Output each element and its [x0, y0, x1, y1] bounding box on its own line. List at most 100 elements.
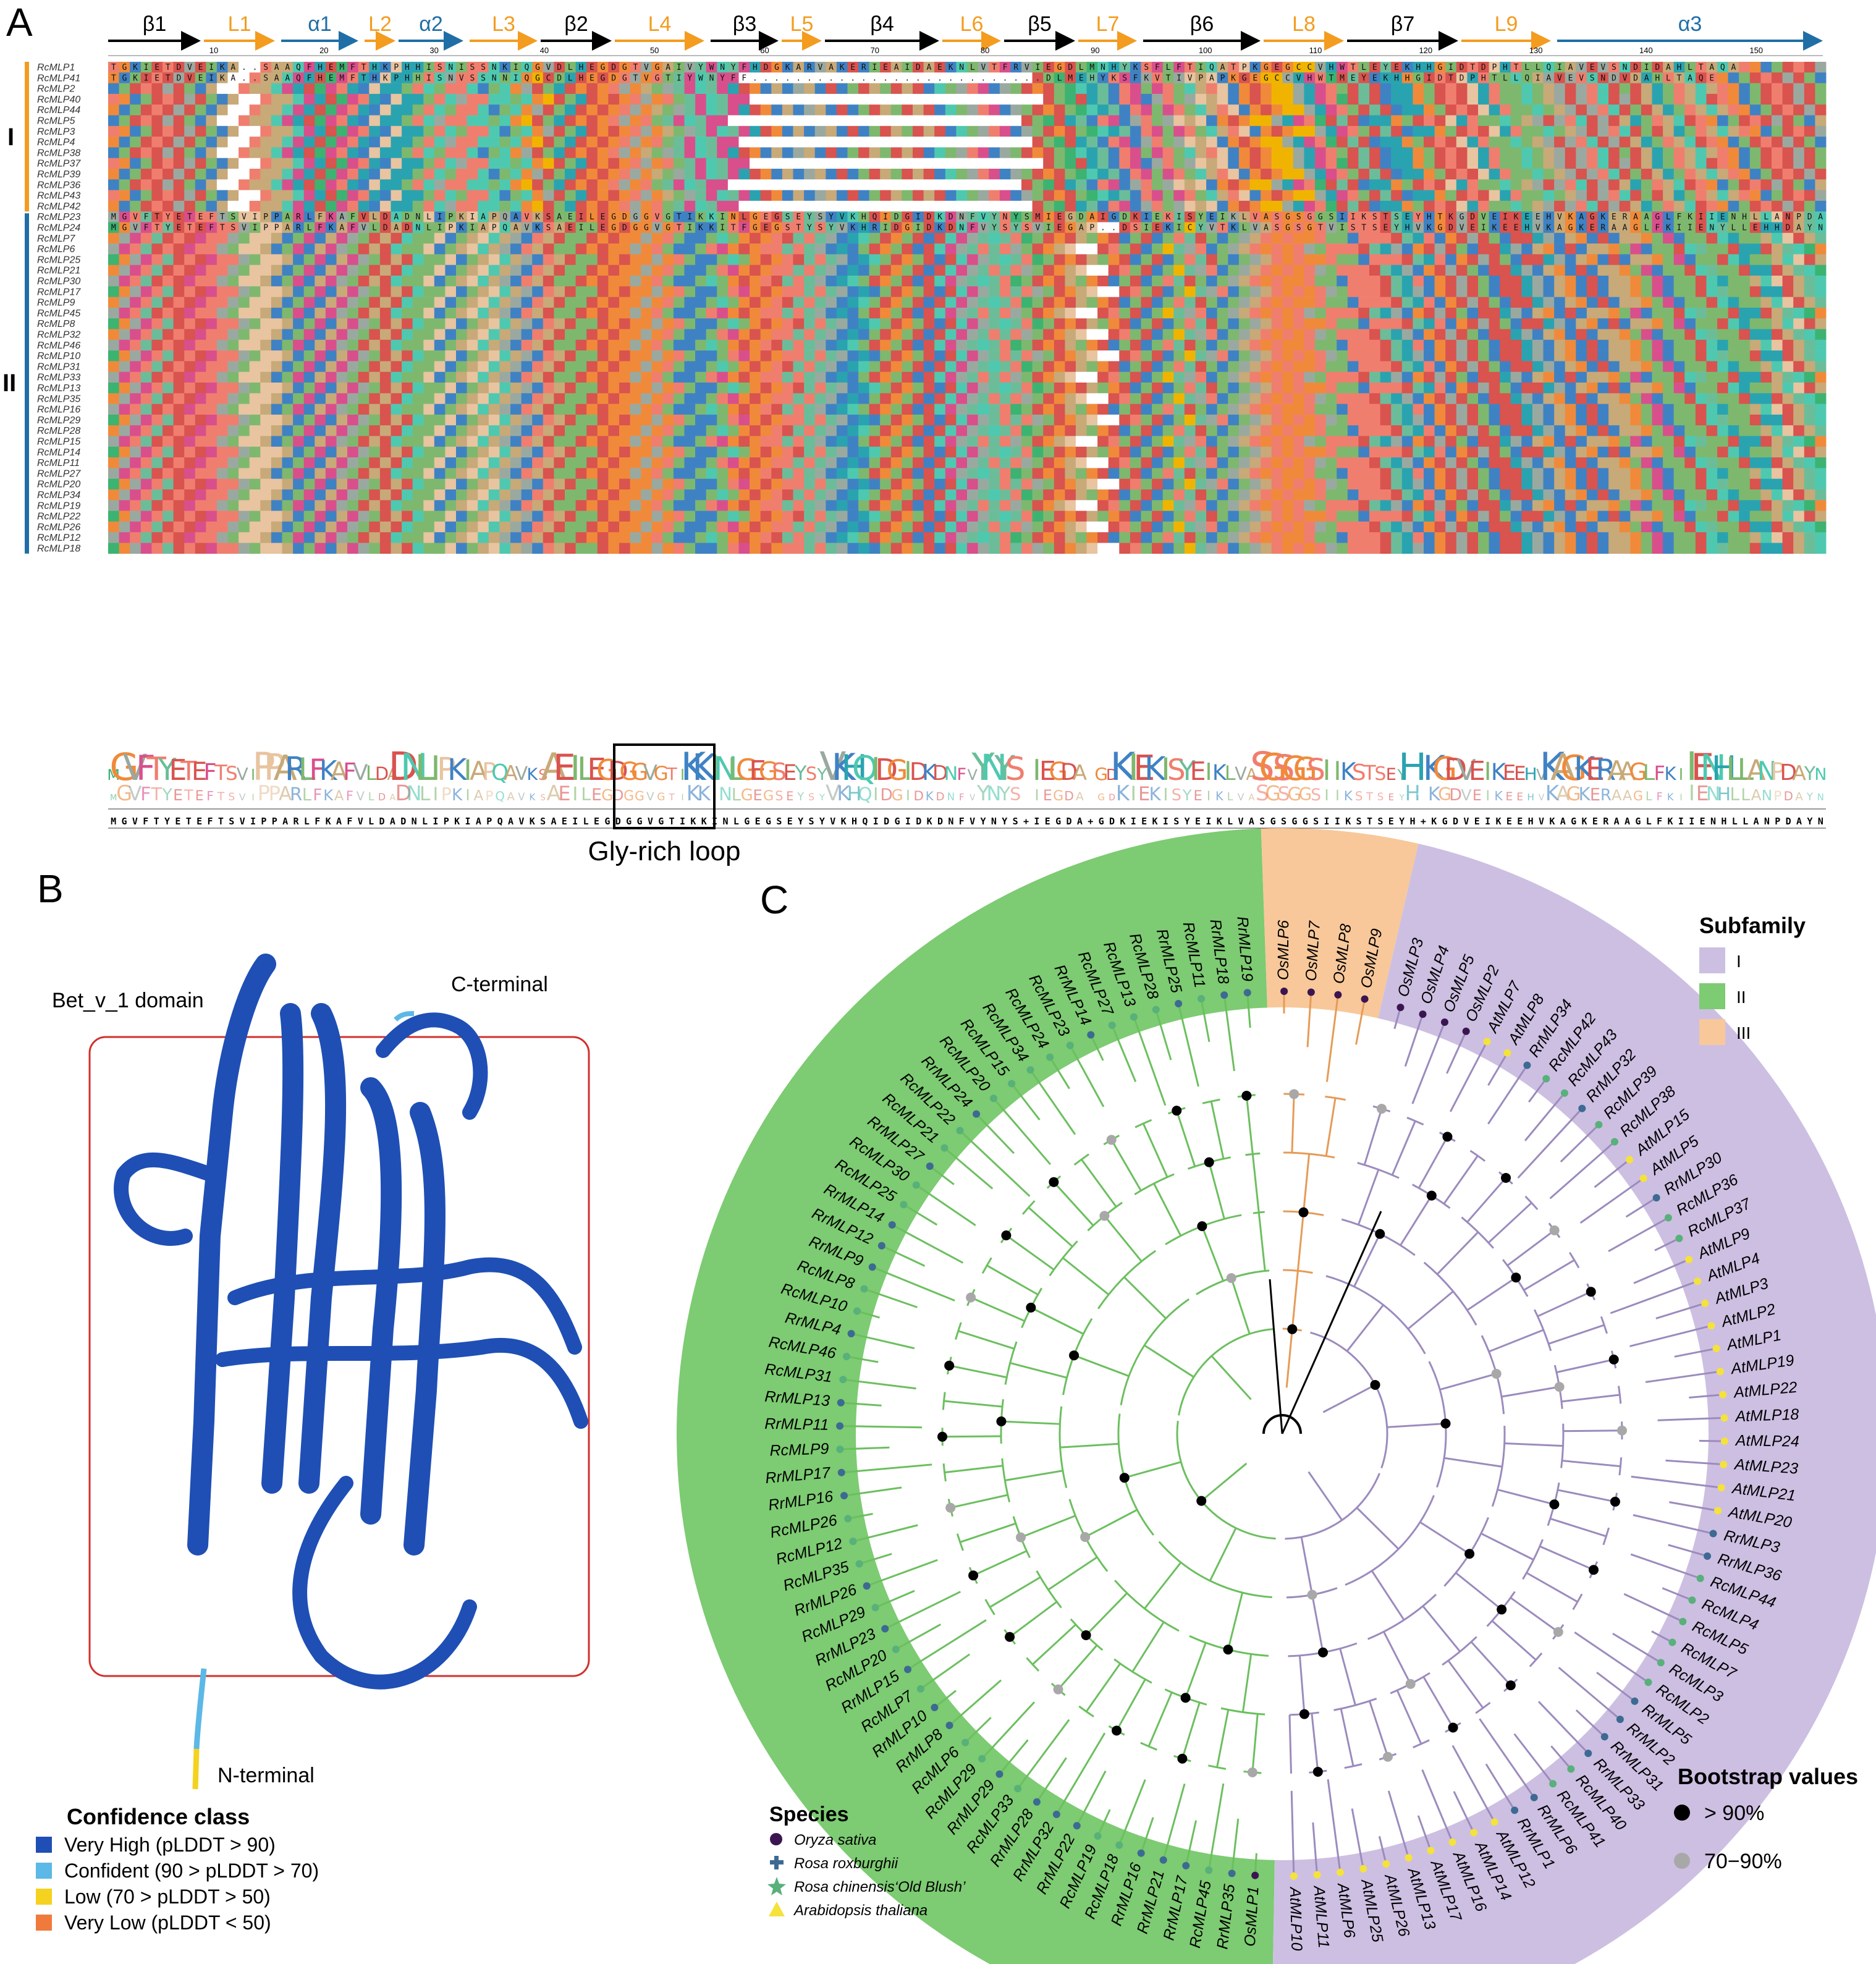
- residue-cell: [271, 147, 282, 158]
- residue-cell: [597, 137, 609, 148]
- residue-cell: [1500, 350, 1511, 362]
- residue-cell: [956, 276, 968, 287]
- residue-cell: [695, 297, 707, 308]
- residue-cell: [184, 232, 196, 244]
- residue-cell: [1749, 350, 1761, 362]
- residue-cell: [684, 350, 696, 362]
- residue-cell: [1706, 179, 1718, 190]
- residue-cell: [586, 115, 598, 127]
- residue-cell: [1391, 276, 1403, 287]
- residue-cell: [608, 93, 620, 105]
- residue-cell: [1152, 339, 1164, 351]
- residue-cell: [412, 93, 424, 105]
- residue-cell: [619, 371, 630, 383]
- residue-cell: [369, 125, 381, 137]
- residue-cell: [423, 72, 435, 83]
- residue-cell: [597, 329, 609, 341]
- residue-cell: [510, 318, 522, 329]
- residue-cell: [554, 147, 565, 158]
- residue-cell: [934, 200, 946, 212]
- residue-cell: [1369, 137, 1380, 148]
- residue-cell: [1782, 254, 1794, 265]
- residue-cell: [641, 329, 653, 341]
- residue-cell: [1673, 276, 1685, 287]
- residue-cell: [1673, 147, 1685, 158]
- residue-cell: [1195, 339, 1207, 351]
- residue-cell: [1641, 147, 1652, 158]
- residue-cell: [239, 265, 250, 276]
- residue-cell: [1434, 286, 1446, 297]
- residue-cell: [130, 232, 142, 244]
- residue-cell: [1043, 339, 1055, 351]
- residue-cell: [651, 190, 663, 201]
- residue-cell: [695, 361, 707, 372]
- residue-cell: [793, 200, 805, 212]
- residue-cell: [1641, 339, 1652, 351]
- residue-cell: [163, 243, 174, 255]
- residue-cell: [1706, 339, 1718, 351]
- residue-cell: [315, 115, 326, 127]
- residue-cell: [902, 297, 913, 308]
- residue-cell: [836, 265, 848, 276]
- residue-cell: [379, 62, 391, 73]
- residue-cell: [684, 318, 696, 329]
- residue-cell: [641, 104, 653, 116]
- residue-cell: [554, 307, 565, 319]
- residue-cell: [934, 254, 946, 265]
- residue-cell: [945, 265, 957, 276]
- residue-cell: [1130, 83, 1141, 95]
- residue-cell: [1184, 318, 1196, 329]
- residue-cell: [315, 254, 326, 265]
- residue-cell: [673, 286, 685, 297]
- residue-cell: [1500, 83, 1511, 95]
- residue-cell: [727, 254, 739, 265]
- residue-cell: [315, 297, 326, 308]
- residue-cell: [804, 125, 816, 137]
- residue-cell: [760, 125, 772, 137]
- residue-cell: [1075, 190, 1087, 201]
- residue-cell: [967, 93, 978, 105]
- residue-cell: [325, 147, 337, 158]
- residue-cell: [239, 93, 250, 105]
- residue-cell: [782, 137, 793, 148]
- residue-cell: [1141, 361, 1152, 372]
- residue-cell: [1597, 318, 1609, 329]
- residue-cell: [717, 104, 729, 116]
- residue-cell: [216, 383, 228, 394]
- residue-cell: [978, 158, 989, 169]
- residue-cell: [1130, 371, 1141, 383]
- residue-cell: [282, 329, 294, 341]
- residue-cell: [239, 104, 250, 116]
- residue-cell: [195, 339, 206, 351]
- residue-cell: [967, 232, 978, 244]
- residue-cell: [793, 383, 805, 394]
- residue-cell: [369, 179, 381, 190]
- residue-cell: [163, 93, 174, 105]
- residue-cell: [1586, 318, 1598, 329]
- residue-cell: [282, 286, 294, 297]
- residue-cell: [880, 190, 892, 201]
- residue-cell: [358, 104, 370, 116]
- residue-cell: [771, 190, 783, 201]
- residue-cell: [1467, 179, 1479, 190]
- residue-cell: [706, 190, 717, 201]
- residue-cell: [814, 169, 826, 180]
- residue-cell: [934, 297, 946, 308]
- residue-cell: [1010, 265, 1022, 276]
- residue-cell: [945, 190, 957, 201]
- residue-cell: [771, 104, 783, 116]
- residue-cell: [1010, 339, 1022, 351]
- residue-cell: [1380, 286, 1392, 297]
- residue-cell: [1358, 329, 1370, 341]
- residue-cell: [1706, 361, 1718, 372]
- residue-cell: [216, 318, 228, 329]
- residue-cell: [913, 286, 924, 297]
- residue-cell: [619, 297, 630, 308]
- residue-cell: [1043, 200, 1055, 212]
- residue-cell: [1521, 297, 1533, 308]
- residue-cell: [445, 147, 457, 158]
- residue-cell: [934, 307, 946, 319]
- residue-cell: [1184, 307, 1196, 319]
- residue-cell: [173, 104, 185, 116]
- residue-cell: [1663, 179, 1675, 190]
